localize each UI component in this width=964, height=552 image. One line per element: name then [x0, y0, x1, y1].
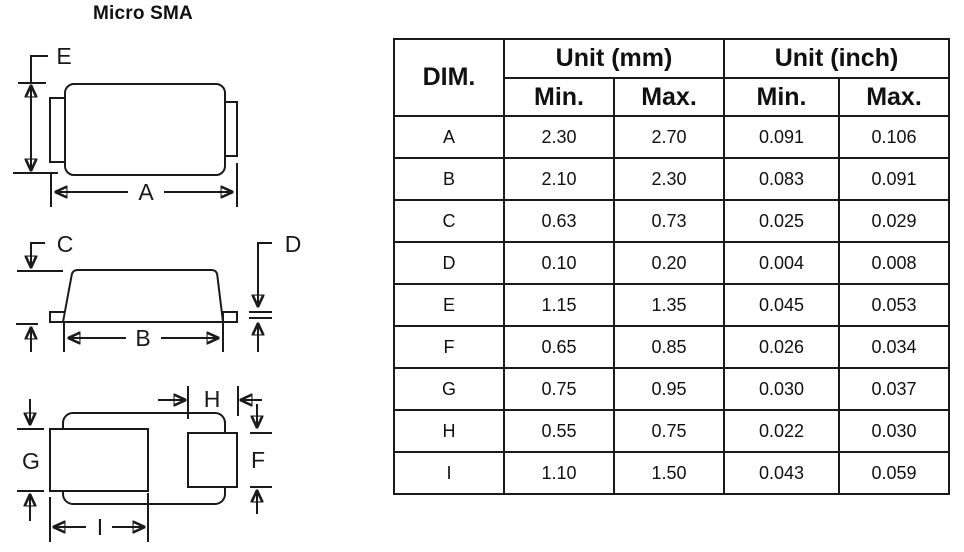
dim-cell: I	[393, 451, 505, 495]
side-view-drawing: C B D	[16, 231, 301, 352]
inch-max-cell: 0.053	[838, 283, 950, 327]
package-body-top-view	[64, 83, 226, 176]
table-row: G 0.75 0.95 0.030 0.037	[393, 367, 950, 411]
mm-max-cell: 2.30	[613, 157, 725, 201]
inch-max-cell: 0.030	[838, 409, 950, 453]
inch-max-cell: 0.106	[838, 115, 950, 159]
inch-max-cell: 0.091	[838, 157, 950, 201]
dim-cell: H	[393, 409, 505, 453]
table-row: C 0.63 0.73 0.025 0.029	[393, 199, 950, 243]
dim-label-c: C	[57, 231, 74, 257]
mm-min-cell: 1.15	[503, 283, 615, 327]
dim-label-h: H	[204, 386, 221, 412]
unit-inch-header: Unit (inch)	[723, 38, 950, 79]
inch-min-cell: 0.004	[723, 241, 840, 285]
dim-label-a: A	[138, 179, 154, 205]
inch-max-cell: 0.037	[838, 367, 950, 411]
package-body-side-view	[62, 269, 224, 323]
inch-min-cell: 0.025	[723, 199, 840, 243]
dim-cell: B	[393, 157, 505, 201]
table-row: A 2.30 2.70 0.091 0.106	[393, 115, 950, 159]
dim-label-b: B	[135, 325, 150, 351]
dim-cell: A	[393, 115, 505, 159]
table-row: E 1.15 1.35 0.045 0.053	[393, 283, 950, 327]
dim-label-i: I	[97, 514, 103, 540]
mm-min-header: Min.	[503, 77, 615, 117]
inch-min-cell: 0.083	[723, 157, 840, 201]
mm-min-cell: 1.10	[503, 451, 615, 495]
mm-min-cell: 0.75	[503, 367, 615, 411]
table-row: B 2.10 2.30 0.083 0.091	[393, 157, 950, 201]
lead-tab-left	[49, 97, 66, 163]
mm-max-cell: 0.95	[613, 367, 725, 411]
table-row: D 0.10 0.20 0.004 0.008	[393, 241, 950, 285]
mm-max-cell: 1.35	[613, 283, 725, 327]
dim-label-f: F	[251, 447, 265, 473]
dim-cell: D	[393, 241, 505, 285]
dimensions-table: DIM. Unit (mm) Unit (inch) Min. Max. Min…	[393, 38, 950, 495]
package-title: Micro SMA	[93, 3, 193, 24]
top-view-drawing: E A	[13, 43, 238, 207]
inch-min-cell: 0.022	[723, 409, 840, 453]
inch-min-cell: 0.091	[723, 115, 840, 159]
dim-label-d: D	[285, 231, 302, 257]
mm-min-cell: 0.55	[503, 409, 615, 453]
mm-max-cell: 1.50	[613, 451, 725, 495]
lead-right-side-view	[222, 311, 238, 323]
dim-cell: E	[393, 283, 505, 327]
pad-right	[187, 432, 238, 488]
mm-min-cell: 0.65	[503, 325, 615, 369]
inch-max-cell: 0.008	[838, 241, 950, 285]
inch-min-header: Min.	[723, 77, 840, 117]
bottom-view-drawing: H F G I	[17, 386, 272, 542]
dim-cell: C	[393, 199, 505, 243]
inch-max-cell: 0.029	[838, 199, 950, 243]
mm-max-header: Max.	[613, 77, 725, 117]
mm-max-cell: 0.85	[613, 325, 725, 369]
dim-cell: G	[393, 367, 505, 411]
package-outline-drawings: E A C B	[13, 43, 301, 542]
mm-max-cell: 0.20	[613, 241, 725, 285]
unit-mm-header: Unit (mm)	[503, 38, 725, 79]
mm-min-cell: 2.30	[503, 115, 615, 159]
mm-min-cell: 0.10	[503, 241, 615, 285]
inch-max-header: Max.	[838, 77, 950, 117]
inch-max-cell: 0.034	[838, 325, 950, 369]
table-body: A 2.30 2.70 0.091 0.106 B 2.10 2.30 0.08…	[393, 115, 950, 495]
lead-tab-right	[224, 101, 238, 157]
dim-e-bracket	[30, 55, 48, 84]
mm-min-cell: 0.63	[503, 199, 615, 243]
table-row: H 0.55 0.75 0.022 0.030	[393, 409, 950, 453]
inch-min-cell: 0.043	[723, 451, 840, 495]
inch-max-cell: 0.059	[838, 451, 950, 495]
inch-min-cell: 0.045	[723, 283, 840, 327]
mm-max-cell: 0.75	[613, 409, 725, 453]
mm-min-cell: 2.10	[503, 157, 615, 201]
dim-cell: F	[393, 325, 505, 369]
table-row: I 1.10 1.50 0.043 0.059	[393, 451, 950, 495]
pad-left	[49, 428, 149, 492]
mm-max-cell: 2.70	[613, 115, 725, 159]
dim-column-header: DIM.	[393, 38, 505, 117]
dim-label-g: G	[22, 448, 40, 474]
inch-min-cell: 0.026	[723, 325, 840, 369]
dim-d-bracket	[257, 242, 272, 246]
dim-label-e: E	[56, 43, 71, 69]
dim-c-bracket	[30, 242, 45, 246]
inch-min-cell: 0.030	[723, 367, 840, 411]
mm-max-cell: 0.73	[613, 199, 725, 243]
table-row: F 0.65 0.85 0.026 0.034	[393, 325, 950, 369]
